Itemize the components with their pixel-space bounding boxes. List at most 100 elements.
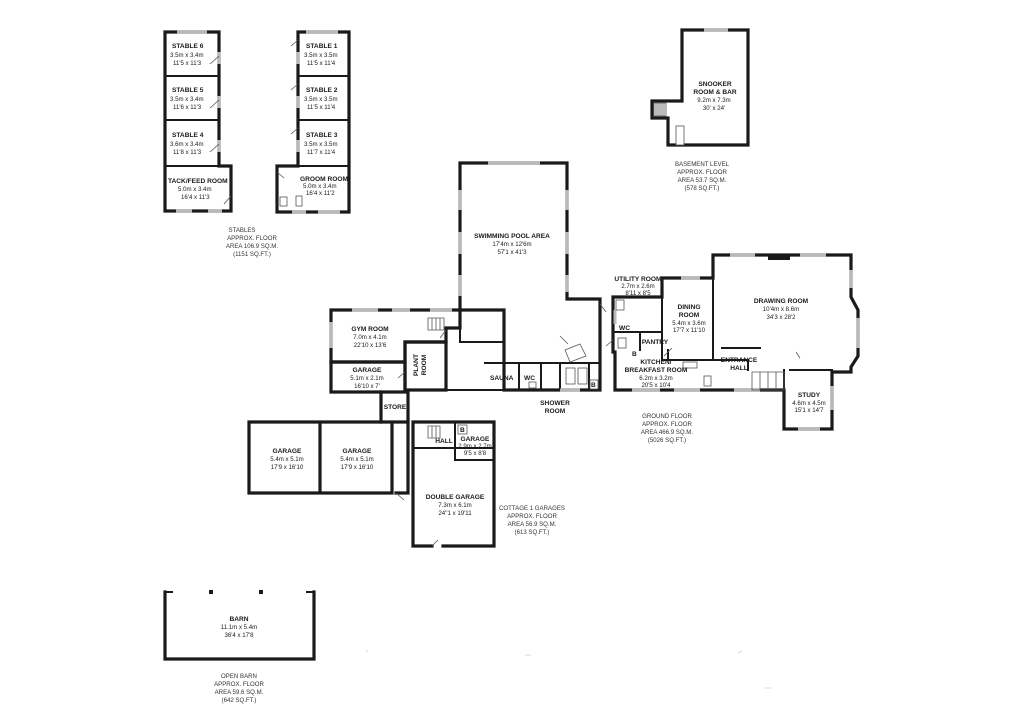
ground-floor-caption: GROUND FLOOR APPROX. FLOOR AREA 466.9 SQ… (641, 413, 693, 444)
stable1-name: STABLE 1 (306, 43, 338, 50)
double-garage-imperial: 24''1 x 19'11 (438, 510, 472, 517)
stable3-imperial: 11'7 x 11'4 (307, 149, 336, 156)
basement-caption-line3: AREA 53.7 SQ.M. (678, 177, 727, 184)
gym-metric: 7.0m x 4.1m (353, 334, 387, 341)
entrance-hall-line2: HALL (730, 365, 748, 372)
cottage-garages (247, 390, 496, 548)
kitchen-name-line1: KITCHEN/ (640, 359, 671, 366)
dining-room-line1: DINING (677, 304, 700, 311)
barn-caption-line2: APPROX. FLOOR (214, 681, 264, 688)
gym-imperial: 22'10 x 13'6 (354, 342, 387, 349)
utility-room-imperial: 8'11 x 8'5 (625, 290, 651, 297)
basement-caption-line4: (578 SQ.FT.) (685, 185, 720, 192)
stable5-imperial: 11'6 x 11'3 (173, 104, 202, 111)
sauna-label: SAUNA (490, 375, 514, 382)
small-garage-name: GARAGE (353, 367, 383, 374)
wc2-label: WC (619, 325, 630, 332)
pool-imperial: 57'1 x 41'3 (497, 249, 527, 256)
small-garage-metric: 5.1m x 2.1m (350, 375, 384, 382)
cottage-boiler-label: B (460, 427, 465, 434)
stable6-name: STABLE 6 (172, 43, 204, 50)
stable3-metric: 3.5m x 3.5m (304, 141, 338, 148)
house-boiler-label: B (632, 351, 637, 358)
stable6-imperial: 11'5 x 11'3 (173, 60, 202, 67)
small-garage-imperial: 16'10 x 7' (354, 383, 380, 390)
stable1-imperial: 11'5 x 11'4 (307, 60, 336, 67)
double-garage-metric: 7.3m x 6.1m (438, 502, 472, 509)
stables-caption-line4: (1151 SQ.FT.) (233, 251, 271, 258)
stable5-name: STABLE 5 (172, 87, 204, 94)
cottage-caption-line1: COTTAGE 1 GARAGES (499, 505, 565, 512)
dining-room-line2: ROOM (679, 312, 700, 319)
tack-room-name: TACK/FEED ROOM (168, 178, 228, 185)
drawing-room-metric: 10'4m x 8.6m (763, 306, 799, 313)
barn-name: BARN (229, 616, 248, 623)
stable2-metric: 3.5m x 3.5m (304, 96, 338, 103)
ground-caption-line3: AREA 466.9 SQ.M. (641, 429, 693, 436)
stable3-name: STABLE 3 (306, 132, 338, 139)
cottage-garage-a-metric: 5.4m x 5.1m (270, 456, 304, 463)
stable5-metric: 3.5m x 3.4m (170, 96, 204, 103)
ground-floor-leisure-wing (329, 161, 602, 394)
gym-name: GYM ROOM (351, 326, 389, 333)
study-metric: 4.6m x 4.5m (792, 400, 826, 407)
cottage-caption-line3: AREA 56.9 SQ.M. (508, 521, 557, 528)
cottage-garage-a-name: GARAGE (273, 448, 303, 455)
snooker-name-line2: ROOM & BAR (693, 89, 736, 96)
basement-caption-line1: BASEMENT LEVEL (675, 161, 730, 168)
barn-caption-line3: AREA 59.6 SQ.M. (215, 689, 264, 696)
groom-room-name: GROOM ROOM (300, 176, 348, 183)
dining-room-metric: 5.4m x 3.6m (672, 320, 706, 327)
scan-marks (365, 649, 772, 689)
stable6-metric: 3.5m x 3.4m (170, 52, 204, 59)
shower-room-line2: ROOM (545, 408, 566, 415)
snooker-name-line1: SNOOKER (698, 81, 732, 88)
cottage-hall-label: HALL (435, 438, 453, 445)
store-label: STORE (384, 404, 407, 411)
kitchen-imperial: 20'5 x 10'4 (641, 382, 671, 389)
barn-caption-line4: (642 SQ.FT.) (222, 697, 257, 704)
open-barn (163, 590, 316, 661)
drawing-room-name: DRAWING ROOM (754, 298, 809, 305)
entrance-hall-line1: ENTRANCE (721, 357, 758, 364)
utility-room-name: UTILITY ROOM (614, 276, 662, 283)
cottage-garage-c-imperial: 9'5 x 8'8 (464, 450, 487, 457)
ground-caption-line4: (5026 SQ.FT.) (648, 437, 686, 444)
groom-room-metric: 5.0m x 3.4m (303, 183, 337, 190)
kitchen-name-line2: BREAKFAST ROOM (625, 367, 688, 374)
tack-room-metric: 5.0m x 3.4m (178, 186, 212, 193)
stable4-metric: 3.6m x 3.4m (170, 141, 204, 148)
cottage-garage-c-name: GARAGE (461, 436, 491, 443)
cottage-caption-line4: (613 SQ.FT.) (515, 529, 550, 536)
plant-room-name-line2: ROOM (421, 354, 428, 375)
cottage-caption-line2: APPROX. FLOOR (507, 513, 557, 520)
stable1-metric: 3.5m x 3.5m (304, 52, 338, 59)
kitchen-metric: 6.2m x 3.2m (639, 375, 673, 382)
study-imperial: 15'1 x 14'7 (794, 407, 824, 414)
cottage-garage-c-metric: 2.9m x 2.7m (458, 443, 492, 450)
stables-caption: STABLES APPROX. FLOOR AREA 106.9 SQ.M. (… (226, 227, 278, 258)
stables-left-block (163, 30, 233, 213)
cottage-garage-b-metric: 5.4m x 5.1m (340, 456, 374, 463)
barn-caption-line1: OPEN BARN (221, 673, 257, 680)
pool-name: SWIMMING POOL AREA (474, 233, 550, 240)
stables-caption-line2: APPROX. FLOOR (227, 235, 277, 242)
basement-caption: BASEMENT LEVEL APPROX. FLOOR AREA 53.7 S… (675, 161, 730, 192)
cottage-garage-a-imperial: 17'9 x 16'10 (271, 464, 304, 471)
stable4-imperial: 11'8 x 11'3 (173, 149, 202, 156)
snooker-imperial: 30' x 24' (703, 105, 725, 112)
drawing-room-imperial: 34'3 x 28'2 (766, 314, 796, 321)
wc-label: WC (524, 375, 535, 382)
cottage-caption: COTTAGE 1 GARAGES APPROX. FLOOR AREA 56.… (499, 505, 565, 536)
ground-floor-main-house (599, 253, 860, 431)
cottage-garage-b-name: GARAGE (343, 448, 373, 455)
pantry-label: PANTRY (642, 339, 669, 346)
shower-room-line1: SHOWER (540, 400, 570, 407)
pool-boiler-label: B (591, 382, 596, 389)
pool-metric: 17'4m x 12'6m (492, 241, 531, 248)
stable2-imperial: 11'5 x 11'4 (307, 104, 336, 111)
stable2-name: STABLE 2 (306, 87, 338, 94)
ground-caption-line2: APPROX. FLOOR (642, 421, 692, 428)
ground-caption-line1: GROUND FLOOR (642, 413, 692, 420)
